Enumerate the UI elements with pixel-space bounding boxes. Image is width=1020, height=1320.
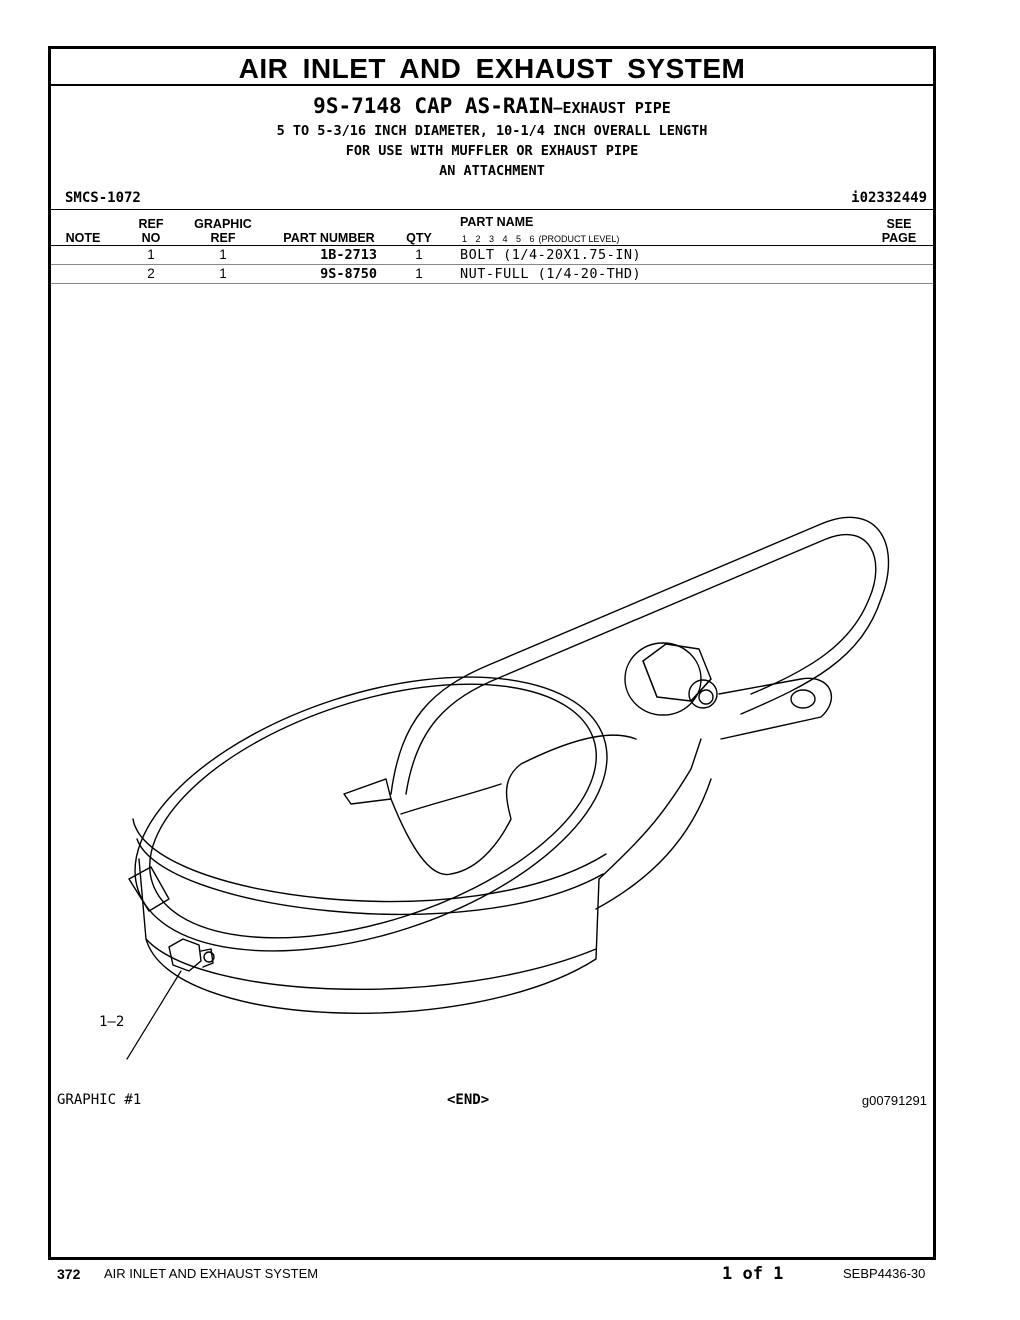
row-ref-no: 2 [147, 266, 155, 281]
part-name: CAP AS-RAIN [414, 94, 554, 118]
part-desc-line-1: 5 TO 5-3/16 INCH DIAMETER, 10-1/4 INCH O… [276, 123, 708, 139]
page-frame: AIR INLET AND EXHAUST SYSTEM 9S-7148 CAP… [48, 46, 936, 1260]
table-top-rule [51, 209, 933, 210]
clamp-nut [168, 938, 202, 972]
hinge-bracket-lower [595, 778, 712, 910]
header-ref: REF [138, 217, 164, 231]
pipe-body [138, 858, 600, 1014]
footer-section: AIR INLET AND EXHAUST SYSTEM [104, 1266, 319, 1281]
part-heading: 9S-7148 CAP AS-RAIN—EXHAUST PIPE 5 TO 5-… [51, 93, 933, 181]
part-number: 9S-7148 [313, 94, 402, 118]
row-ref-no: 1 [147, 247, 155, 262]
level-numbers: 1 2 3 4 5 6 [462, 234, 535, 244]
part-desc-line-3: AN ATTACHMENT [439, 163, 545, 179]
footer-doc-number: SEBP4436-30 [843, 1266, 926, 1281]
clamp-bolt [200, 948, 214, 968]
clamp-band [132, 818, 607, 903]
row-part-number: 1B-2713 [320, 247, 377, 263]
hinge-washer [624, 642, 702, 716]
product-levels: 1 2 3 4 5 6(PRODUCT LEVEL) [462, 234, 619, 244]
row-part-number: 9S-8750 [320, 266, 377, 282]
callout-leader [126, 970, 182, 1060]
header-ref-no: NO [141, 231, 161, 245]
product-level-label: (PRODUCT LEVEL) [538, 234, 620, 244]
arm-tab [343, 778, 392, 805]
hinge-ear [718, 677, 832, 740]
part-desc-line-2: FOR USE WITH MUFFLER OR EXHAUST PIPE [345, 143, 639, 159]
row-divider [51, 264, 933, 265]
header-part-number: PART NUMBER [283, 231, 375, 245]
smcs-code: SMCS-1072 [65, 190, 141, 206]
clamp-band-inner [136, 838, 604, 916]
illustration-id: i02332449 [851, 190, 927, 206]
counterweight-arm-inner [405, 533, 877, 795]
callout-label: 1–2 [99, 1014, 125, 1030]
hinge-bolt-end [688, 679, 718, 709]
footer-page-number: 372 [57, 1266, 81, 1282]
clamp-bolt-tip [203, 951, 215, 963]
header-page: PAGE [881, 231, 917, 245]
arm-bend-edge [400, 783, 502, 815]
section-title: AIR INLET AND EXHAUST SYSTEM [51, 49, 933, 86]
end-label: <END> [447, 1092, 490, 1108]
header-qty: QTY [406, 231, 432, 245]
header-graphic: GRAPHIC [194, 217, 252, 231]
header-graphic-ref: REF [210, 231, 236, 245]
part-subtitle: —EXHAUST PIPE [553, 99, 671, 117]
hinge-bolt-tip [698, 689, 714, 705]
rain-cap-illustration [126, 516, 890, 1060]
clamp-lug [128, 866, 170, 912]
hinge-nut-face [642, 660, 712, 702]
row-part-name: BOLT (1/4-20X1.75-IN) [460, 247, 642, 263]
pipe-bottom-rim [145, 938, 597, 990]
cap-lid-rim [134, 676, 608, 952]
hinge-ear-hole [790, 689, 816, 709]
row-divider [51, 283, 933, 284]
cap-lid-inner [149, 683, 597, 939]
part-title: 9S-7148 CAP AS-RAIN—EXHAUST PIPE [51, 93, 933, 121]
hinge-bracket [598, 738, 702, 880]
header-note: NOTE [65, 231, 101, 245]
row-graphic-ref: 1 [219, 266, 227, 281]
header-bottom-rule [51, 245, 933, 246]
header-see: SEE [886, 217, 912, 231]
row-part-name: NUT-FULL (1/4-20-THD) [460, 266, 642, 282]
row-graphic-ref: 1 [219, 247, 227, 262]
graphic-label: GRAPHIC #1 [57, 1092, 142, 1108]
footer-page-of: 1 of 1 [722, 1264, 784, 1284]
graphic-number: g00791291 [861, 1093, 927, 1108]
row-qty: 1 [415, 266, 423, 281]
header-part-name: PART NAME [460, 215, 534, 229]
counterweight-arm [390, 516, 890, 795]
row-qty: 1 [415, 247, 423, 262]
arm-bend [390, 734, 637, 876]
